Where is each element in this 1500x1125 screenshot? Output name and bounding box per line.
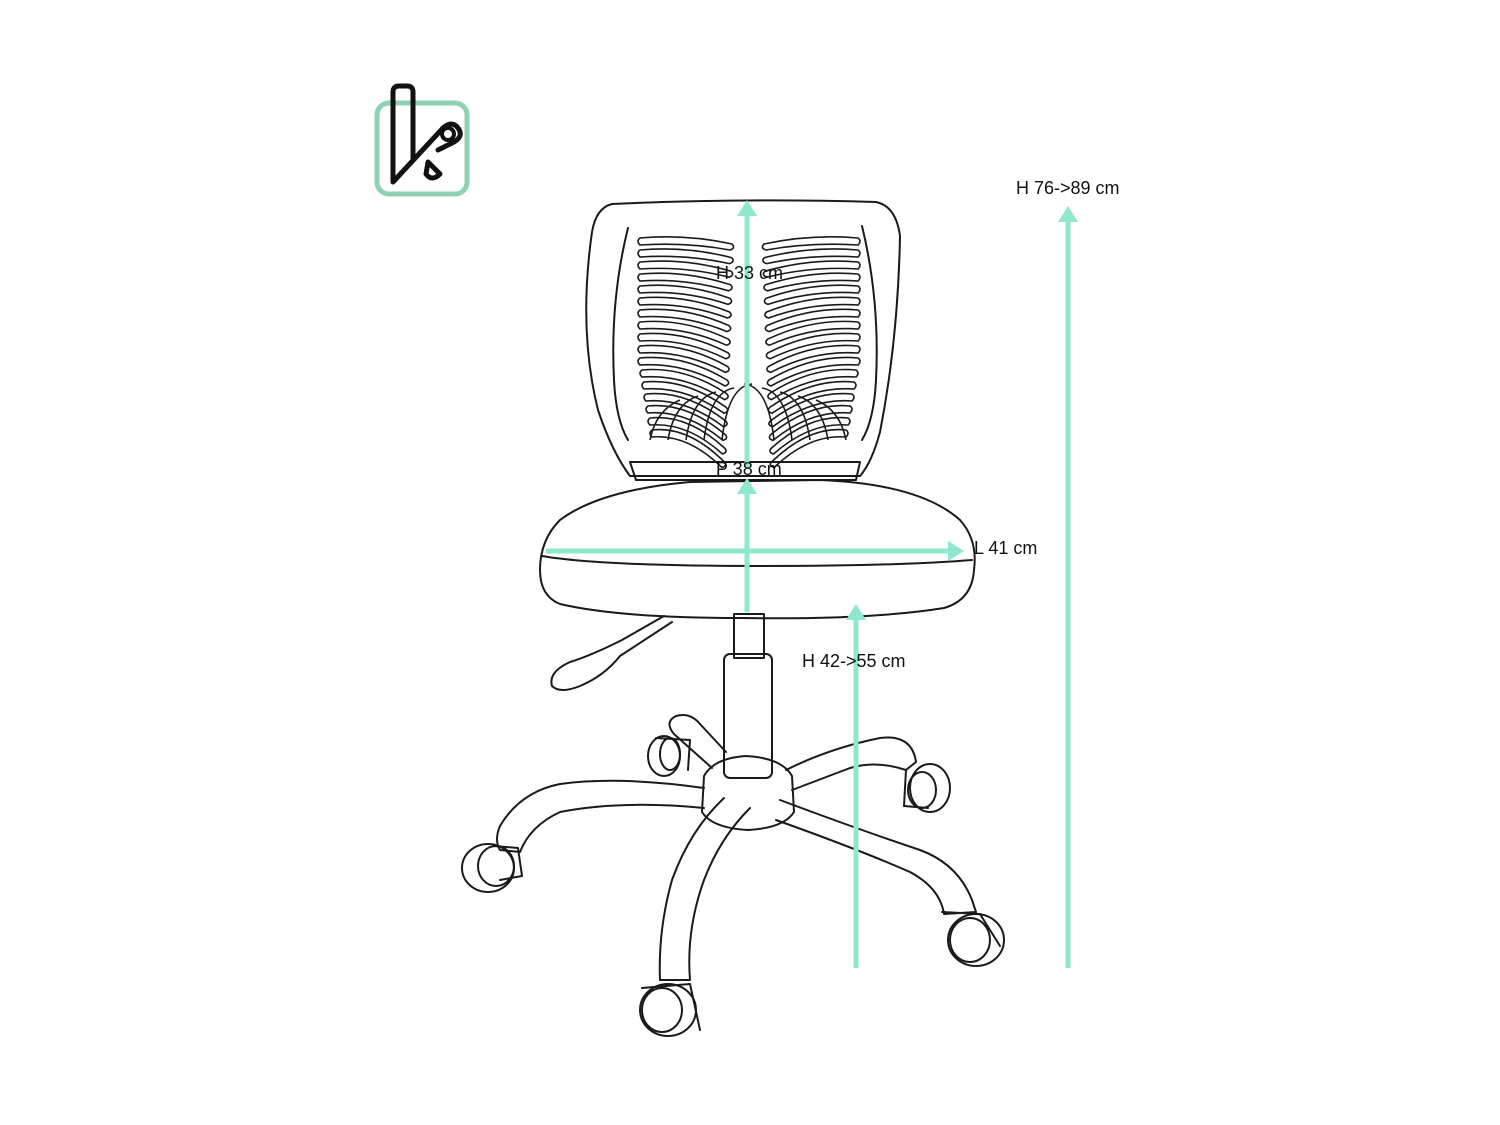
base-leg-front <box>658 797 751 981</box>
caster-front <box>639 983 701 1037</box>
caster-back-left <box>647 735 691 777</box>
mesh-slat-left <box>637 296 732 319</box>
mesh-slat-right <box>768 404 853 442</box>
backrest-outline <box>585 199 901 477</box>
seat-depth-label: P 38 cm <box>716 459 782 479</box>
mesh-slat-left <box>637 272 733 292</box>
mesh-fan-right <box>761 387 793 441</box>
mesh-slat-right <box>766 356 861 387</box>
total-height-label: H 76->89 cm <box>1016 178 1120 198</box>
mesh-slat-left <box>637 356 730 387</box>
back-height-arrowhead <box>737 200 757 216</box>
backrest-inner-left <box>612 227 629 441</box>
backrest-mesh-left <box>637 236 753 469</box>
mesh-slat-right <box>766 344 861 374</box>
mesh-slat-right <box>764 296 861 319</box>
caster-back-right <box>903 763 951 813</box>
mesh-slat-right <box>761 236 861 251</box>
mesh-slat-right <box>767 380 857 415</box>
gas-cylinder-upper <box>733 613 765 659</box>
mesh-slat-left <box>637 344 730 374</box>
mesh-slat-left <box>639 368 729 401</box>
caster-right <box>941 911 1005 967</box>
seat-depth-arrowhead <box>737 478 757 494</box>
mesh-slat-right <box>765 320 861 347</box>
mesh-slat-right <box>769 416 851 455</box>
gas-cylinder-lower <box>723 653 773 779</box>
seat-height-arrowhead <box>846 604 866 620</box>
mesh-fan-left <box>667 395 699 441</box>
logo-frame <box>374 100 470 197</box>
backrest-mesh-right <box>743 236 861 469</box>
height-lever <box>550 615 673 691</box>
base-hub <box>701 755 795 831</box>
mesh-slat-right <box>762 248 861 265</box>
seat-width-arrowhead <box>948 541 964 561</box>
caster-left <box>461 843 523 893</box>
mesh-fan-right <box>779 391 811 441</box>
logo-k-dot <box>440 126 456 142</box>
mesh-fan-right <box>797 395 829 441</box>
mesh-slat-left <box>637 248 734 265</box>
brand-logo-icon <box>374 83 470 197</box>
mesh-fan-right <box>815 399 847 441</box>
total-height-arrowhead <box>1058 206 1078 222</box>
seat-cushion-edge <box>541 555 973 567</box>
mesh-slat-left <box>641 380 729 415</box>
mesh-slat-right <box>762 260 861 279</box>
backrest-bottom-bar <box>629 461 861 481</box>
mesh-slat-right <box>767 368 859 401</box>
mesh-slat-left <box>637 320 731 347</box>
mesh-slat-left <box>647 416 727 455</box>
mesh-slat-left <box>637 236 735 251</box>
base-leg-back-left <box>668 714 727 769</box>
seat-width-label: L 41 cm <box>974 538 1038 558</box>
mesh-fan-left <box>685 391 717 441</box>
back-height-label: H 33 cm <box>716 263 784 283</box>
mesh-slat-left <box>637 308 732 333</box>
seat-cushion <box>539 479 976 620</box>
backrest-inner-right <box>861 225 878 441</box>
mesh-fan-left <box>649 399 681 441</box>
base-leg-left <box>496 779 705 853</box>
mesh-slat-right <box>764 308 861 333</box>
mesh-slat-right <box>769 428 849 469</box>
mesh-slat-left <box>645 404 728 442</box>
seat-height-label: H 42->55 cm <box>802 651 906 671</box>
mesh-slat-left <box>637 332 731 360</box>
mesh-slat-right <box>763 284 861 306</box>
base-leg-back-right <box>785 736 917 791</box>
logo-k-stem <box>390 83 463 185</box>
mesh-slat-left <box>637 260 734 279</box>
mesh-slat-left <box>637 284 733 306</box>
mesh-slat-right <box>763 272 861 292</box>
mesh-fan-left <box>703 387 735 441</box>
base-leg-right <box>775 799 977 915</box>
mesh-slat-right <box>765 332 861 360</box>
